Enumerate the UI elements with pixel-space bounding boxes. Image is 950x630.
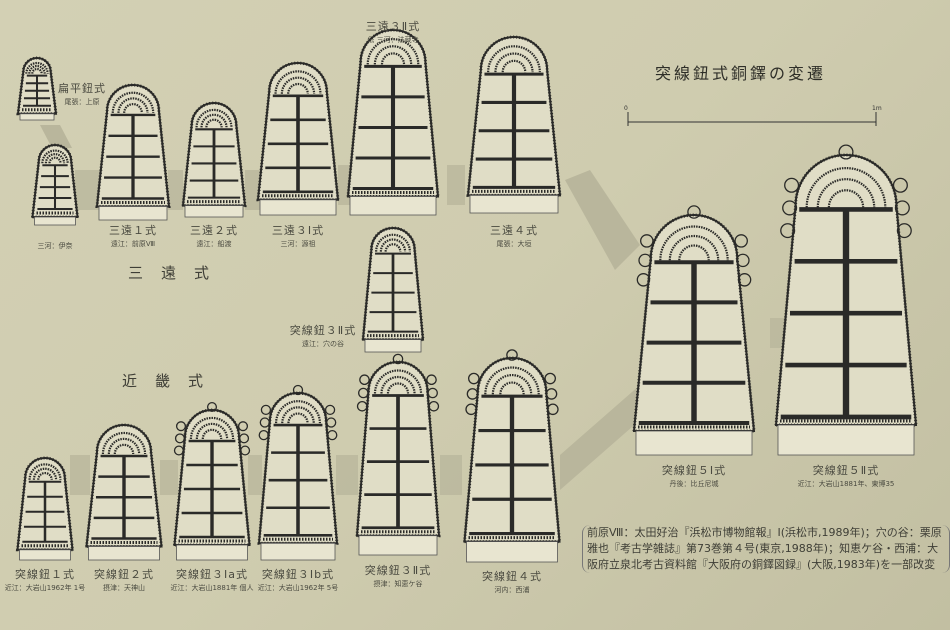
bell-type-name: 突線鈕５Ⅱ式 [812, 464, 880, 477]
bell-type-name: 突線鈕１式 [15, 568, 75, 581]
bell-label: 突線鈕５Ⅱ式近江：大岩山1881年、東博35 [798, 462, 895, 489]
bell-site: 遠江：穴の谷 [301, 340, 344, 348]
connector-band [447, 165, 465, 205]
connector-band [75, 170, 100, 210]
bell-label: 突線鈕１式近江：大岩山1962年 1号 [5, 566, 86, 593]
bell-label: 三遠４式尾張：大垣 [490, 222, 538, 249]
connector-band [160, 460, 178, 495]
connector-band [70, 455, 90, 495]
bell-type-name: 突線鈕３Ⅰa式 [175, 568, 248, 581]
dotaku-bell-drawing [16, 56, 58, 121]
bell-site: 近江：大岩山1881年、東博35 [797, 480, 895, 488]
dotaku-bell-drawing [355, 353, 441, 556]
bell-site: 摂津：知恵ケ谷 [373, 580, 423, 588]
bell-label: 突線鈕３Ⅱ式摂津：知恵ケ谷 [365, 562, 431, 589]
dotaku-bell-drawing [774, 144, 918, 456]
connector-band [40, 125, 72, 148]
dotaku-bell-drawing [256, 61, 340, 216]
group-label-kinki: 近畿式 [122, 372, 222, 390]
bell-type-name: 三遠２式 [190, 224, 238, 237]
dotaku-bell-drawing [30, 143, 80, 226]
bell-site: 丹後：比丘尼城 [669, 480, 719, 488]
dotaku-bell-drawing [95, 83, 171, 221]
bell-site: 近江：大岩山1962年 1号 [4, 584, 86, 592]
bell-site: 近江：大岩山1962年 5号 [257, 584, 339, 592]
connector-band [338, 165, 350, 205]
bell-label: 三遠３Ⅰ式三河：源祖 [272, 222, 324, 249]
bell-type-name: 突線鈕３Ⅱ式 [289, 324, 357, 337]
bell-type-name: 三遠３Ⅱ式 [365, 20, 421, 33]
bell-label: 扁平鈕式尾張：上原 [58, 80, 106, 107]
dotaku-bell-drawing [172, 401, 252, 561]
connector-band [336, 455, 358, 495]
bell-label: 三河：伊奈 [38, 240, 73, 251]
bell-site: 尾張：上原 [64, 98, 100, 106]
bell-site: 三河：伊奈 [37, 242, 73, 250]
bell-type-name: 三遠１式 [109, 224, 157, 237]
bell-site: 尾張：大垣 [496, 240, 532, 248]
bell-site: 近江：大岩山1881年 個人 [170, 584, 254, 592]
panel-title: 突線鈕式銅鐸の変遷 [655, 64, 827, 83]
bell-site: 遠江：前原Ⅷ [110, 240, 156, 248]
group-label-sanen: 三遠式 [128, 264, 228, 282]
bell-type-name: 突線鈕５Ⅰ式 [661, 464, 727, 477]
dotaku-bell-drawing [15, 456, 75, 561]
bell-type-name: 突線鈕２式 [94, 568, 154, 581]
bell-label: 三遠１式遠江：前原Ⅷ [109, 222, 157, 249]
dotaku-bell-drawing [462, 349, 562, 563]
bell-type-name: 扁平鈕式 [58, 82, 106, 95]
bell-type-name: 突線鈕３Ⅱ式 [364, 564, 432, 577]
bell-type-name: 突線鈕３Ⅰb式 [261, 568, 335, 581]
bell-site: 摂津：天神山 [103, 584, 145, 592]
bell-label: 突線鈕３Ⅰb式近江：大岩山1962年 5号 [258, 566, 339, 593]
connector-band [168, 170, 183, 210]
dotaku-bell-drawing [181, 101, 247, 218]
bell-type-name: 三遠３Ⅰ式 [271, 224, 325, 237]
bell-label: 突線鈕５Ⅰ式丹後：比丘尼城 [662, 462, 726, 489]
dotaku-bell-drawing [632, 205, 756, 456]
bell-label: 突線鈕４式河内：西浦 [482, 568, 542, 595]
bell-label: 三遠３Ⅱ式伝 三河：法蔵寺 [366, 18, 420, 45]
dotaku-bell-drawing [466, 35, 562, 214]
bell-site: 河内：西浦 [494, 586, 530, 594]
dotaku-bell-drawing [346, 28, 440, 216]
bell-label: 三遠２式遠江：船渡 [190, 222, 238, 249]
bell-type-name: 三遠４式 [490, 224, 538, 237]
bell-type-name: 突線鈕４式 [482, 570, 542, 583]
bell-site: 遠江：船渡 [196, 240, 232, 248]
connector-band [248, 455, 262, 495]
bell-label: 突線鈕３Ⅱ式遠江：穴の谷 [290, 322, 356, 349]
connector-band [560, 385, 640, 490]
dotaku-bell-drawing [84, 423, 164, 561]
bell-label: 突線鈕３Ⅰa式近江：大岩山1881年 個人 [170, 566, 253, 593]
bell-site: 伝 三河：法蔵寺 [367, 36, 419, 44]
scale-start: 0 [624, 105, 628, 112]
connector-band [565, 170, 640, 270]
bell-site: 三河：源祖 [280, 240, 316, 248]
connector-band [440, 455, 462, 495]
bell-label: 突線鈕２式摂津：天神山 [94, 566, 154, 593]
dotaku-bell-drawing [361, 226, 425, 353]
dotaku-bell-drawing [257, 384, 339, 561]
source-note: 前原Ⅷ：太田好治『浜松市博物館報』Ⅰ(浜松市,1989年)；穴の谷：栗原雅也『考… [582, 525, 950, 573]
scale-end: 1m [872, 105, 882, 112]
